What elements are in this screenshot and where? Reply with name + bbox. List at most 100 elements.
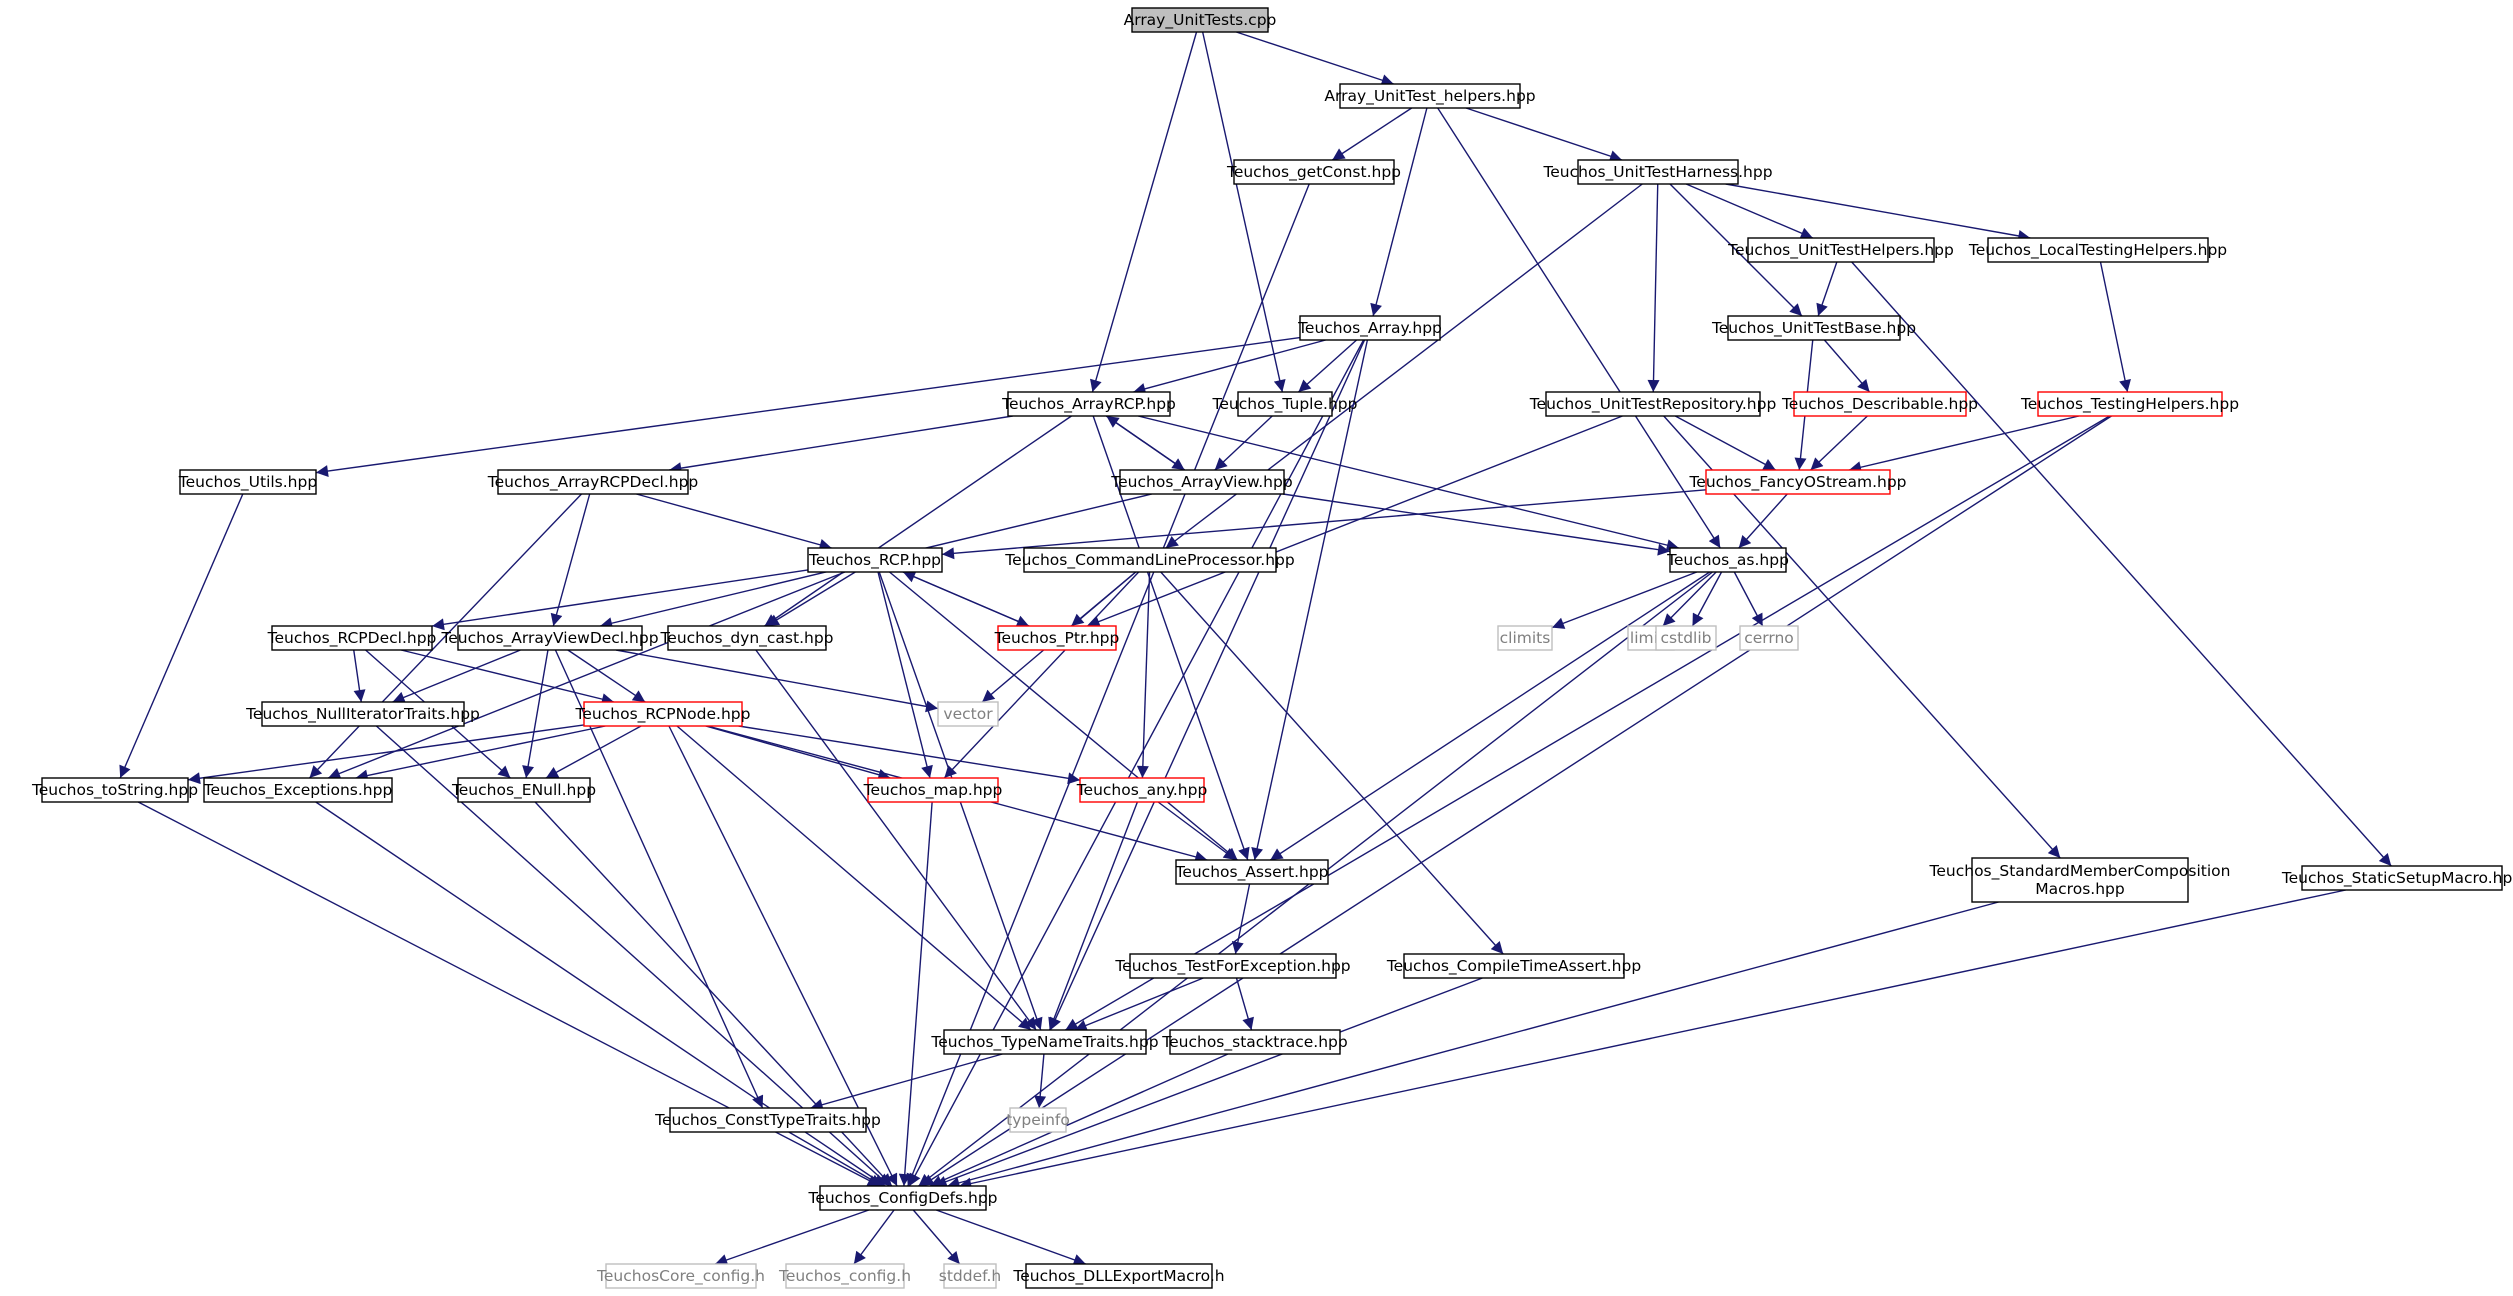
node-box	[2037, 391, 2223, 417]
edge-teuchos-commandlineprocessor-hpp-to-teuchos-compiletimeassert-hpp	[1160, 571, 1504, 955]
node-teuchos-standardmembercomposition-macros-hpp[interactable]: Teuchos_StandardMemberCompositionMacros.…	[1929, 857, 2231, 903]
node-label: Teuchos_ArrayViewDecl.hpp	[440, 629, 658, 648]
node-teuchos-configdefs-hpp[interactable]: Teuchos_ConfigDefs.hpp	[807, 1185, 998, 1211]
node-teuchos-rcp-hpp[interactable]: Teuchos_RCP.hpp	[807, 547, 943, 573]
edge-teuchos-arrayrcpdecl-hpp-to-teuchos-exceptions-hpp	[308, 493, 583, 779]
node-teuchoscore-config-h[interactable]: TeuchosCore_config.h	[596, 1263, 765, 1289]
node-teuchos-unittestrepository-hpp[interactable]: Teuchos_UnitTestRepository.hpp	[1529, 391, 1777, 417]
node-box	[1577, 159, 1739, 185]
node-teuchos-getconst-hpp[interactable]: Teuchos_getConst.hpp	[1226, 159, 1401, 185]
node-teuchos-assert-hpp[interactable]: Teuchos_Assert.hpp	[1174, 859, 1329, 885]
node-vector[interactable]: vector	[937, 701, 999, 727]
node-teuchos-as-hpp[interactable]: Teuchos_as.hpp	[1666, 547, 1789, 573]
edge-teuchos-unittestbase-hpp-to-teuchos-describable-hpp	[1823, 339, 1871, 393]
node-teuchos-arrayview-hpp[interactable]: Teuchos_ArrayView.hpp	[1110, 469, 1293, 495]
edge-teuchos-typenametraits-hpp-to-typeinfo	[1034, 1053, 1047, 1109]
node-teuchos-arrayrcp-hpp[interactable]: Teuchos_ArrayRCP.hpp	[1001, 391, 1176, 417]
node-box	[1497, 625, 1553, 651]
edge-array-unittest-helpers-hpp-to-teuchos-array-hpp	[1370, 107, 1428, 317]
node-teuchos-tostring-hpp[interactable]: Teuchos_toString.hpp	[31, 777, 198, 803]
node-box	[807, 547, 943, 573]
node-teuchos-utils-hpp[interactable]: Teuchos_Utils.hpp	[178, 469, 317, 495]
node-label: Teuchos_ArrayRCP.hpp	[1001, 395, 1176, 414]
node-teuchos-typenametraits-hpp[interactable]: Teuchos_TypeNameTraits.hpp	[930, 1029, 1159, 1055]
node-teuchos-rcpdecl-hpp[interactable]: Teuchos_RCPDecl.hpp	[267, 625, 437, 651]
node-teuchos-array-hpp[interactable]: Teuchos_Array.hpp	[1297, 315, 1442, 341]
node-label: vector	[943, 705, 993, 723]
node-layer: Array_UnitTests.cppArray_UnitTest_helper…	[31, 7, 2513, 1289]
node-teuchos-unittesthelpers-hpp[interactable]: Teuchos_UnitTestHelpers.hpp	[1727, 237, 1954, 263]
node-teuchos-any-hpp[interactable]: Teuchos_any.hpp	[1076, 777, 1208, 803]
node-teuchos-enull-hpp[interactable]: Teuchos_ENull.hpp	[451, 777, 596, 803]
node-teuchos-testinghelpers-hpp[interactable]: Teuchos_TestingHelpers.hpp	[2020, 391, 2239, 417]
node-teuchos-exceptions-hpp[interactable]: Teuchos_Exceptions.hpp	[203, 777, 393, 803]
node-teuchos-rcpnode-hpp[interactable]: Teuchos_RCPNode.hpp	[575, 701, 751, 727]
edge-array-unittests-cpp-to-teuchos-arrayrcp-hpp	[1090, 31, 1198, 393]
node-box	[1669, 547, 1787, 573]
node-teuchos-testforexception-hpp[interactable]: Teuchos_TestForException.hpp	[1114, 953, 1351, 979]
node-box	[1175, 859, 1329, 885]
node-teuchos-compiletimeassert-hpp[interactable]: Teuchos_CompileTimeAssert.hpp	[1386, 953, 1641, 979]
node-teuchos-staticsetupmacro-hpp[interactable]: Teuchos_StaticSetupMacro.hpp	[2281, 865, 2513, 891]
edge-teuchos-consttypetraits-hpp-to-teuchos-configdefs-hpp	[788, 1131, 883, 1187]
edge-teuchos-rcpdecl-hpp-to-teuchos-rcpnode-hpp	[400, 649, 615, 705]
edge-teuchos-as-hpp-to-cstdlib	[1691, 571, 1723, 627]
node-teuchos-nulliteratortraits-hpp[interactable]: Teuchos_NullIteratorTraits.hpp	[245, 701, 480, 727]
node-label: Teuchos_StandardMemberComposition	[1929, 862, 2231, 881]
node-teuchos-tuple-hpp[interactable]: Teuchos_Tuple.hpp	[1212, 391, 1358, 417]
node-box	[997, 625, 1117, 651]
node-teuchos-commandlineprocessor-hpp[interactable]: Teuchos_CommandLineProcessor.hpp	[1004, 547, 1295, 573]
node-array-unittest-helpers-hpp[interactable]: Array_UnitTest_helpers.hpp	[1324, 83, 1536, 109]
node-cerrno[interactable]: cerrno	[1739, 625, 1799, 651]
node-box	[943, 1263, 997, 1289]
node-teuchos-fancyostream-hpp[interactable]: Teuchos_FancyOStream.hpp	[1688, 469, 1907, 495]
node-teuchos-dllexportmacro-h[interactable]: Teuchos_DLLExportMacro.h	[1012, 1263, 1225, 1289]
edge-teuchos-arrayviewdecl-hpp-to-teuchos-nulliteratortraits-hpp	[392, 649, 521, 704]
node-box	[497, 469, 689, 495]
edge-teuchos-arrayviewdecl-hpp-to-teuchos-enull-hpp	[522, 649, 549, 779]
node-label: typeinfo	[1006, 1111, 1070, 1129]
edge-teuchos-configdefs-hpp-to-teuchoscore-config-h	[714, 1209, 870, 1266]
edge-teuchos-assert-hpp-to-teuchos-testforexception-hpp	[1231, 883, 1251, 955]
node-teuchos-dyn-cast-hpp[interactable]: Teuchos_dyn_cast.hpp	[659, 625, 834, 651]
node-teuchos-localtestinghelpers-hpp[interactable]: Teuchos_LocalTestingHelpers.hpp	[1968, 237, 2227, 263]
edge-teuchos-testinghelpers-hpp-to-teuchos-typenametraits-hpp	[1065, 415, 2110, 1031]
edge-teuchos-getconst-hpp-to-teuchos-configdefs-hpp	[906, 183, 1310, 1187]
edge-teuchos-rcpnode-hpp-to-teuchos-map-hpp	[705, 725, 891, 781]
node-label: Teuchos_TypeNameTraits.hpp	[930, 1033, 1158, 1052]
node-climits[interactable]: climits	[1497, 625, 1553, 651]
node-box	[1023, 547, 1277, 573]
node-array-unittests-cpp[interactable]: Array_UnitTests.cpp	[1124, 7, 1277, 33]
edge-teuchos-arrayrcp-hpp-to-teuchos-dyn-cast-hpp	[764, 415, 1072, 627]
node-label: Teuchos_TestForException.hpp	[1114, 957, 1350, 976]
node-box	[1971, 857, 2189, 903]
node-stddef-h[interactable]: stddef.h	[939, 1263, 1001, 1289]
edge-teuchos-as-hpp-to-cerrno	[1733, 571, 1764, 627]
node-box	[1079, 777, 1205, 803]
node-teuchos-arrayrcpdecl-hpp[interactable]: Teuchos_ArrayRCPDecl.hpp	[487, 469, 699, 495]
edge-teuchos-utils-hpp-to-teuchos-tostring-hpp	[119, 493, 244, 779]
node-teuchos-stacktrace-hpp[interactable]: Teuchos_stacktrace.hpp	[1161, 1029, 1348, 1055]
edge-teuchos-fancyostream-hpp-to-teuchos-rcp-hpp	[941, 489, 1707, 560]
node-teuchos-unittestbase-hpp[interactable]: Teuchos_UnitTestBase.hpp	[1711, 315, 1916, 341]
node-label: Teuchos_getConst.hpp	[1226, 163, 1401, 182]
node-teuchos-unittestharness-hpp[interactable]: Teuchos_UnitTestHarness.hpp	[1542, 159, 1773, 185]
node-label: Teuchos_Utils.hpp	[178, 473, 317, 492]
edge-teuchos-staticsetupmacro-hpp-to-teuchos-configdefs-hpp	[959, 889, 2346, 1190]
node-teuchos-map-hpp[interactable]: Teuchos_map.hpp	[863, 777, 1003, 803]
edge-teuchos-commandlineprocessor-hpp-to-teuchos-any-hpp	[1136, 571, 1151, 779]
node-cstdlib[interactable]: cstdlib	[1655, 625, 1717, 651]
edge-teuchos-rcp-hpp-to-teuchos-assert-hpp	[889, 571, 1238, 861]
edge-teuchos-array-hpp-to-teuchos-configdefs-hpp	[908, 339, 1365, 1187]
edge-teuchos-unittesthelpers-hpp-to-teuchos-unittestbase-hpp	[1816, 261, 1838, 317]
node-teuchos-ptr-hpp[interactable]: Teuchos_Ptr.hpp	[994, 625, 1120, 651]
node-teuchos-describable-hpp[interactable]: Teuchos_Describable.hpp	[1781, 391, 1978, 417]
node-box	[1025, 1263, 1213, 1289]
edge-teuchos-unittestharness-hpp-to-teuchos-unittesthelpers-hpp	[1685, 183, 1814, 239]
node-typeinfo[interactable]: typeinfo	[1006, 1107, 1070, 1133]
node-teuchos-config-h[interactable]: Teuchos_config.h	[778, 1263, 911, 1289]
node-teuchos-consttypetraits-hpp[interactable]: Teuchos_ConstTypeTraits.hpp	[654, 1107, 881, 1133]
node-teuchos-arrayviewdecl-hpp[interactable]: Teuchos_ArrayViewDecl.hpp	[440, 625, 659, 651]
node-box	[1747, 237, 1935, 263]
